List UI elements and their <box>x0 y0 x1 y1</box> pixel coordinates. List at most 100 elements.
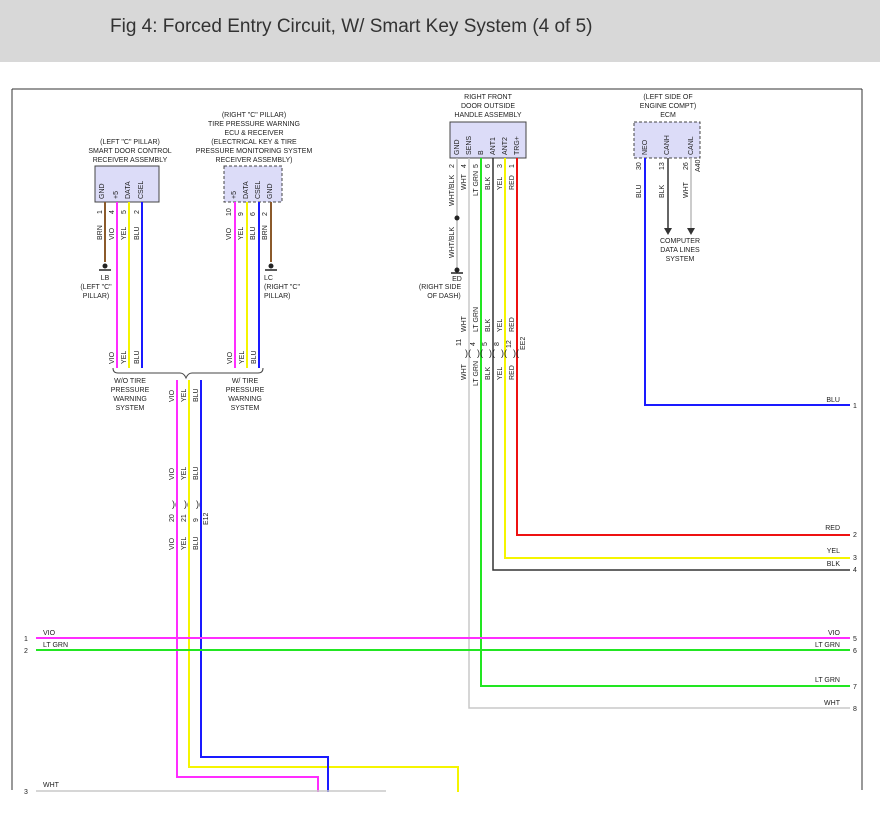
in-label-1: VIO <box>43 630 56 637</box>
ecm-title-3: ECM <box>660 112 676 119</box>
in-label-3: WHT <box>43 782 60 789</box>
ground-lb-loc-1: (LEFT "C" <box>80 284 112 291</box>
out-label-2: RED <box>825 525 840 532</box>
split-without-3: WARNING <box>113 396 147 403</box>
e12-above-vio: VIO <box>169 467 176 480</box>
ecm-wire-blu: BLU <box>636 184 643 198</box>
out-label-7: LT GRN <box>815 677 840 684</box>
smart-pin-gnd: GND <box>99 183 106 199</box>
split-with-2: PRESSURE <box>226 387 265 394</box>
ground-lc: LC (RIGHT "C" PILLAR) <box>264 263 300 300</box>
ecm-pinnum-13: 13 <box>659 162 666 170</box>
ee2-chevron-1: )( <box>465 348 471 358</box>
out-num-4: 4 <box>853 567 857 574</box>
handle-pinnum-4: 4 <box>461 164 468 168</box>
handle-title-3: HANDLE ASSEMBLY <box>454 112 522 119</box>
tpms-box <box>223 165 283 203</box>
ee2-above-blk: BLK <box>485 318 492 332</box>
ee2-pin-5: 5 <box>482 342 489 346</box>
out-num-3: 3 <box>853 555 857 562</box>
handle-title-2: DOOR OUTSIDE <box>461 103 515 110</box>
in-num-1: 1 <box>24 636 28 643</box>
ground-lb: LB (LEFT "C" PILLAR) <box>80 263 112 300</box>
data-lines-1: COMPUTER <box>660 238 700 245</box>
handle-pinnum-2: 2 <box>449 164 456 168</box>
handle-pinnum-3: 3 <box>497 164 504 168</box>
tpms-receiver: (RIGHT "C" PILLAR) TIRE PRESSURE WARNING… <box>196 112 313 240</box>
handle-wire-ltgrn: LT GRN <box>473 171 480 196</box>
ee2-below-red: RED <box>509 365 516 380</box>
tpms-wire-yel: YEL <box>238 227 245 240</box>
tpms-pinnum-2: 2 <box>262 212 269 216</box>
split-without-1: W/O TIRE <box>114 378 146 385</box>
tpms-wire-vio: VIO <box>226 227 233 240</box>
smart-wire-brn: BRN <box>97 225 104 240</box>
smart-wire-blu: BLU <box>134 226 141 240</box>
handle-pinnum-1: 1 <box>509 164 516 168</box>
ecm-box <box>633 121 701 159</box>
main-blu-label: BLU <box>193 388 200 402</box>
smart-door-receiver: (LEFT "C" PILLAR) SMART DOOR CONTROL REC… <box>88 139 171 240</box>
handle-pin-trg: TRG+ <box>514 136 521 155</box>
ecm-wire-wht: WHT <box>683 181 690 198</box>
handle-pin-b: B <box>478 150 485 155</box>
ee2-pin-11: 11 <box>456 339 463 346</box>
split-with-1: W/ TIRE <box>232 378 259 385</box>
ee2-pin-8: 8 <box>494 342 501 346</box>
tpms-pinnum-9: 9 <box>238 212 245 216</box>
ee2-below-ltgrn: LT GRN <box>473 361 480 386</box>
ee2-above-ltgrn: LT GRN <box>473 307 480 332</box>
ground-lb-id: LB <box>101 275 110 282</box>
ee2-id: EE2 <box>520 337 527 350</box>
out-num-8: 8 <box>853 706 857 713</box>
out-num-1: 1 <box>853 403 857 410</box>
e12-above-blu: BLU <box>193 466 200 480</box>
out-label-5: VIO <box>828 630 841 637</box>
in-label-2: LT GRN <box>43 642 68 649</box>
out-label-6: LT GRN <box>815 642 840 649</box>
e12-above-yel: YEL <box>181 467 188 480</box>
page-title: Fig 4: Forced Entry Circuit, W/ Smart Ke… <box>110 16 593 37</box>
handle-pinnum-6: 6 <box>485 164 492 168</box>
ee2-chevron-2: )( <box>477 348 483 358</box>
left-input-labels: 1 VIO 2 LT GRN 3 WHT <box>24 630 68 796</box>
ground-ed: WHT/BLK ED (RIGHT SIDE OF DASH) <box>419 215 463 300</box>
split-labels: VIO YEL BLU VIO YEL BLU W/O TIRE PRESSUR… <box>109 350 265 412</box>
ground-ed-id: ED <box>452 276 462 283</box>
connector-e12: VIO YEL BLU )( )( )( 20 21 9 E12 VIO YEL… <box>169 466 210 550</box>
out-label-1: BLU <box>826 397 840 404</box>
split-without-2: PRESSURE <box>111 387 150 394</box>
split-left-yel: YEL <box>121 351 128 364</box>
ground-lc-loc-2: PILLAR) <box>264 293 290 300</box>
handle-wire-whtblk: WHT/BLK <box>449 175 456 206</box>
bus-lines <box>36 637 850 792</box>
tpms-title-6: RECEIVER ASSEMBLY) <box>216 157 293 164</box>
ground-ed-loc-1: (RIGHT SIDE <box>419 284 462 291</box>
tpms-title-1: (RIGHT "C" PILLAR) <box>222 112 286 119</box>
header-bar: Fig 4: Forced Entry Circuit, W/ Smart Ke… <box>0 0 880 62</box>
diagram-svg: (LEFT "C" PILLAR) SMART DOOR CONTROL REC… <box>11 88 863 796</box>
split-with-4: SYSTEM <box>231 405 260 412</box>
ee2-chevron-3: )( <box>489 348 495 358</box>
smart-receiver-title-3: RECEIVER ASSEMBLY <box>93 157 168 164</box>
out-label-8: WHT <box>824 700 841 707</box>
wiring-diagram: (LEFT "C" PILLAR) SMART DOOR CONTROL REC… <box>0 62 880 815</box>
ecm-pin-canl: CANL <box>688 136 695 155</box>
tpms-wire-blu: BLU <box>250 226 257 240</box>
handle-pin-gnd: GND <box>454 139 461 155</box>
ee2-chevron-4: )( <box>501 348 507 358</box>
ground-lb-loc-2: PILLAR) <box>83 293 109 300</box>
tpms-title-3: ECU & RECEIVER <box>224 130 283 137</box>
ground-lc-id: LC <box>264 275 273 282</box>
smart-receiver-title-2: SMART DOOR CONTROL <box>88 148 171 155</box>
handle-wire-red: RED <box>509 175 516 190</box>
tpms-pinnum-6: 6 <box>250 212 257 216</box>
tpms-pin-5v: +5 <box>231 191 238 199</box>
ecm-title-2: ENGINE COMPT) <box>640 103 696 110</box>
e12-below-blu: BLU <box>193 536 200 550</box>
out-num-2: 2 <box>853 532 857 539</box>
handle-wire-wht: WHT <box>461 173 468 190</box>
ee2-below-yel: YEL <box>497 367 504 380</box>
tpms-title-2: TIRE PRESSURE WARNING <box>208 121 300 128</box>
right-output-labels: BLU 1 RED 2 YEL 3 BLK 4 VIO 5 LT GRN 6 L… <box>815 397 857 713</box>
